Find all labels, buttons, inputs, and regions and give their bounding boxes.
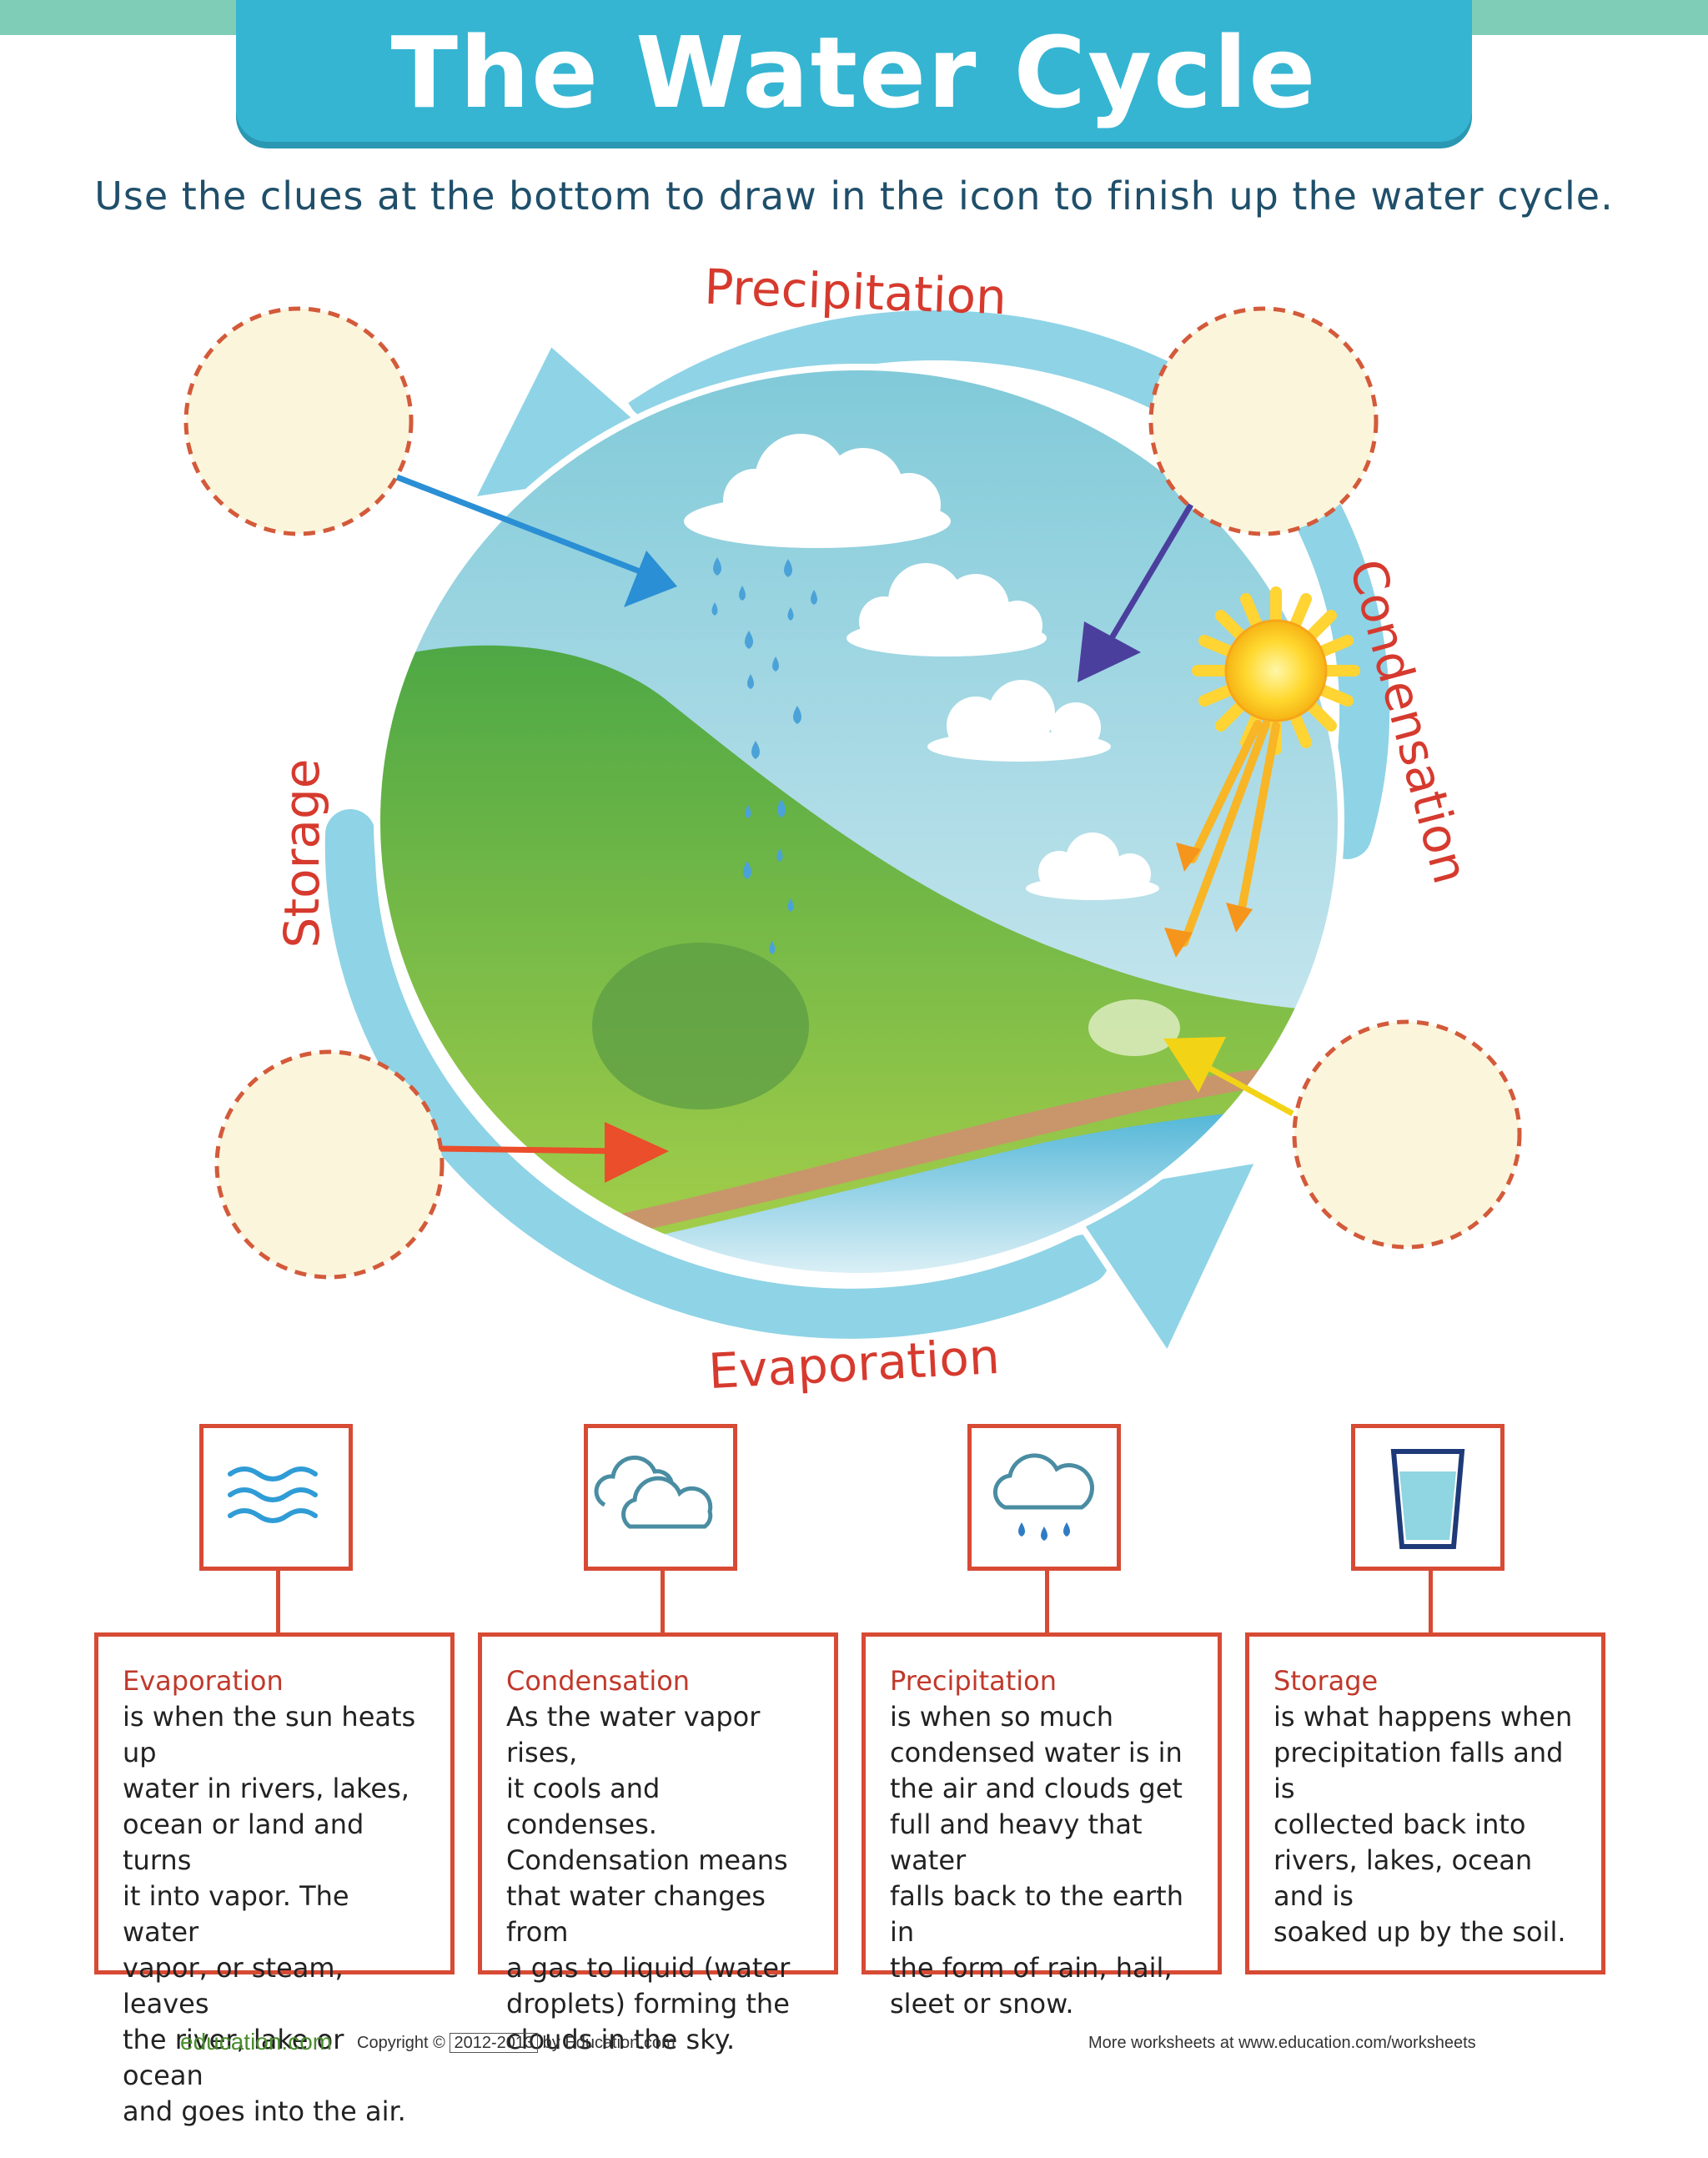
card-line: collected back into [1273, 1808, 1526, 1840]
card-line: vapor, or steam, leaves [123, 1952, 344, 2020]
clouds-icon [594, 1455, 713, 1529]
card-line: Condensation means [506, 1844, 788, 1876]
arrow-storage [440, 1122, 669, 1183]
cloud-2 [846, 563, 1047, 656]
connector-precipitation [1045, 1571, 1049, 1633]
copyright-years: 2012-2013 [450, 2033, 539, 2053]
cloud-1 [684, 434, 951, 548]
card-line: As the water vapor rises, [506, 1701, 761, 1768]
connector-evaporation [276, 1571, 280, 1633]
card-line: the air and clouds get [890, 1773, 1183, 1804]
cloud-4 [1026, 833, 1159, 900]
card-title: Condensation [506, 1665, 691, 1697]
card-title: Precipitation [890, 1665, 1057, 1697]
icon-box-condensation [584, 1424, 737, 1571]
sun-icon [1164, 586, 1360, 958]
instructions: Use the clues at the bottom to draw in t… [94, 174, 1614, 219]
card-condensation: Condensation As the water vapor rises, i… [478, 1632, 838, 2055]
card-line: is when so much [890, 1701, 1114, 1733]
card-line: full and heavy that water [890, 1808, 1143, 1876]
cloud-3 [927, 680, 1111, 762]
copyright-suffix: by Education.com [542, 2034, 676, 2052]
card-line: sleet or snow. [890, 1988, 1074, 2020]
icon-box-evaporation [199, 1424, 353, 1571]
card-precipitation: Precipitation is when so much condensed … [862, 1632, 1222, 2020]
card-line: water in rivers, lakes, [123, 1773, 409, 1804]
card-line: clouds in the sky. [506, 2024, 736, 2055]
card-line: droplets) forming the [506, 1988, 790, 2020]
card-line: the river, lake or ocean [123, 2024, 344, 2091]
card-line: rivers, lakes, ocean and is [1273, 1844, 1533, 1912]
icon-box-precipitation [967, 1424, 1121, 1571]
card-line: is what happens when [1273, 1701, 1573, 1733]
card-line: ocean or land and turns [123, 1808, 364, 1876]
education-logo[interactable]: education.com [180, 2029, 333, 2055]
card-title: Storage [1273, 1665, 1379, 1697]
card-line: it cools and condenses. [506, 1773, 661, 1840]
card-title: Evaporation [123, 1665, 284, 1697]
arrow-evaporation [1163, 1037, 1294, 1117]
copyright-prefix: Copyright © [357, 2034, 445, 2052]
label-precipitation: Precipitation [703, 259, 1007, 326]
arrow-precipitation [395, 474, 677, 607]
card-line: that water changes from [506, 1880, 766, 1948]
blank-icon-circle-storage[interactable] [214, 1049, 445, 1280]
connector-condensation [661, 1571, 665, 1633]
card-evaporation: Evaporation is when the sun heats up wat… [94, 1632, 455, 2127]
card-line: is when the sun heats up [123, 1701, 416, 1768]
card-line: falls back to the earth in [890, 1880, 1183, 1948]
card-line: soaked up by the soil. [1273, 1916, 1566, 1948]
arrow-condensation [1078, 503, 1194, 682]
blank-icon-circle-condensation[interactable] [1148, 306, 1379, 536]
copyright: Copyright © 2012-2013 by Education.com [357, 2033, 676, 2053]
title-banner: The Water Cycle [236, 0, 1472, 142]
raindrops [711, 557, 817, 954]
card-line: a gas to liquid (water [506, 1952, 791, 1984]
card-line: and goes into the air. [123, 2095, 406, 2127]
card-line: precipitation falls and is [1273, 1737, 1564, 1804]
card-line: the form of rain, hail, [890, 1952, 1173, 1984]
icon-box-storage [1351, 1424, 1505, 1571]
card-line: condensed water is in [890, 1737, 1183, 1768]
waves-icon [228, 1466, 318, 1523]
page-title: The Water Cycle [390, 15, 1318, 130]
blank-icon-circle-precipitation[interactable] [183, 306, 414, 536]
water-glass-icon [1390, 1449, 1465, 1549]
label-evaporation: Evaporation [707, 1328, 1001, 1400]
more-worksheets-link[interactable]: More worksheets at www.education.com/wor… [1088, 2034, 1476, 2052]
label-storage: Storage [274, 759, 330, 948]
rain-cloud-icon [992, 1453, 1094, 1541]
card-storage: Storage is what happens when precipitati… [1245, 1632, 1605, 1974]
connector-storage [1429, 1571, 1433, 1633]
blank-icon-circle-evaporation[interactable] [1292, 1019, 1522, 1250]
card-line: it into vapor. The water [123, 1880, 349, 1948]
